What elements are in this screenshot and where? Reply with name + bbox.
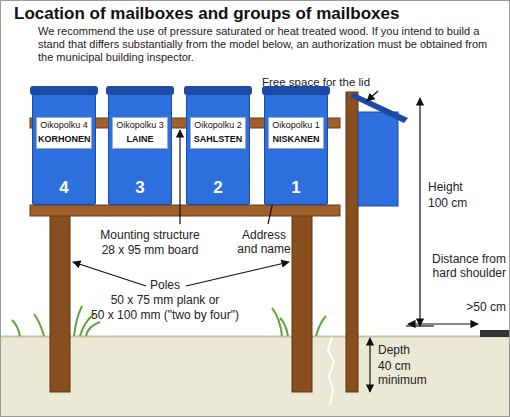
- name-text: NISKANEN: [270, 134, 322, 145]
- hard-shoulder: [480, 330, 510, 337]
- address-text: Oikopolku 1: [270, 120, 322, 131]
- note: We recommend the use of pressure saturat…: [38, 25, 502, 65]
- mounting-board: [30, 205, 340, 216]
- side-mailbox-lid: [350, 93, 408, 123]
- callout-label: Mounting structure: [80, 228, 220, 242]
- pole: [292, 214, 312, 392]
- dimension-value: 40 cm minimum: [378, 359, 442, 388]
- mailbox: 1 Oikopolku 1 NISKANEN: [264, 94, 328, 205]
- dimension-value: >50 cm: [440, 300, 506, 314]
- address-text: Oikopolku 4: [38, 120, 90, 131]
- dimension-label: Depth: [378, 343, 410, 357]
- name-plate: Oikopolku 4 KORHONEN: [36, 117, 92, 149]
- dimension-label: Height: [428, 180, 463, 194]
- name-plate: Oikopolku 1 NISKANEN: [268, 117, 324, 149]
- mailbox: 2 Oikopolku 2 SAHLSTEN: [186, 94, 250, 205]
- pole: [50, 214, 70, 392]
- side-mailbox: [358, 112, 398, 206]
- ground: [0, 336, 510, 417]
- mailbox-number: 3: [109, 178, 171, 198]
- name-text: SAHLSTEN: [192, 134, 244, 145]
- mailbox: 3 Oikopolku 3 LAINE: [108, 94, 172, 205]
- mailbox: 4 Oikopolku 4 KORHONEN: [32, 94, 96, 205]
- callout-label: 28 x 95 mm board: [80, 243, 220, 257]
- title: Location of mailboxes and groups of mail…: [14, 4, 399, 24]
- grass: [12, 306, 326, 336]
- name-text: LAINE: [114, 134, 166, 145]
- mailbox-number: 4: [33, 178, 95, 198]
- mailbox-number: 1: [265, 178, 327, 198]
- ground-crack: [328, 337, 334, 405]
- ground-line: [0, 336, 510, 338]
- callout-label: 50 x 75 mm plank or: [85, 293, 245, 307]
- name-plate: Oikopolku 2 SAHLSTEN: [190, 117, 246, 149]
- dimension-label: Distance from hard shoulder: [412, 252, 506, 281]
- callout-label: Free space for the lid: [262, 76, 370, 90]
- mailbox-number: 2: [187, 178, 249, 198]
- address-text: Oikopolku 2: [192, 120, 244, 131]
- side-pole: [346, 92, 358, 392]
- address-text: Oikopolku 3: [114, 120, 166, 131]
- name-plate: Oikopolku 3 LAINE: [112, 117, 168, 149]
- callout-label: 50 x 100 mm ("two by four"): [70, 308, 260, 322]
- name-text: KORHONEN: [38, 134, 90, 145]
- dimension-value: 100 cm: [428, 196, 467, 210]
- callout-label: Poles: [85, 278, 245, 292]
- leader-lines: [73, 91, 478, 392]
- callout-label: Address and name: [232, 228, 296, 257]
